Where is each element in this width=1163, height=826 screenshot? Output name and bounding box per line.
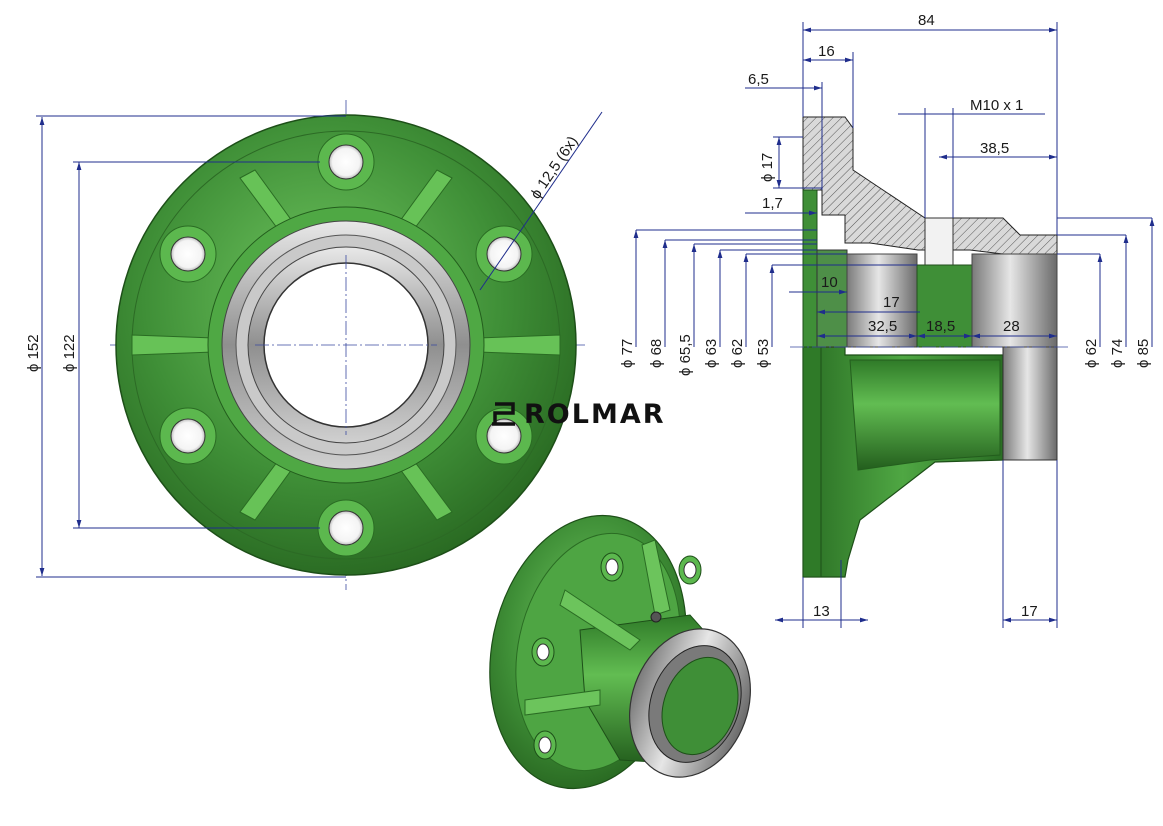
dim-outer-diameter: ϕ 152 [25,334,42,372]
isometric-view [489,514,751,790]
iso-bore [661,656,739,756]
brand-name: ROLMAR [524,399,666,430]
dim-bore-62: ϕ 62 [729,339,746,368]
dim-bore-right-85: ϕ 85 [1135,339,1152,368]
dim-bolt-circle: ϕ 122 [61,334,78,372]
dim-hole-callout: ϕ 12,5 (6x) [527,133,581,202]
dim-len-28: 28 [1003,318,1020,335]
bore-section [816,249,848,348]
dim-flange-thickness: 13 [813,603,830,620]
bolt-holes [159,133,533,557]
dim-pocket-dia: ϕ 17 [759,153,776,182]
dim-bore-right-74: ϕ 74 [1109,339,1126,368]
dim-bore-68: ϕ 68 [648,339,665,368]
spigot [1002,346,1058,461]
dim-groove: 1,7 [762,195,783,212]
rolmar-logo-icon [492,402,515,426]
dim-len-10: 10 [821,274,838,291]
dim-bore-77: ϕ 77 [619,339,636,368]
dim-len-18-5: 18,5 [926,318,955,335]
section-view: 84 16 6,5 M10 x 1 38,5 ϕ 17 1,7 ϕ 77 ϕ 6… [619,12,1155,628]
dim-bore-65-5: ϕ 65,5 [677,334,694,376]
dim-thread: M10 x 1 [970,97,1023,114]
dim-len-32-5: 32,5 [868,318,897,335]
brand-logo: ROLMAR [492,399,666,430]
dim-bore-right-62: ϕ 62 [1083,339,1100,368]
dim-bore-63: ϕ 63 [703,339,720,368]
dim-flange-width: 16 [818,43,835,60]
dim-bore-53: ϕ 53 [755,339,772,368]
dim-len-17: 17 [883,294,900,311]
dim-overall-length: 84 [918,12,935,29]
dim-spigot-length: 17 [1021,603,1038,620]
dim-thread-position: 38,5 [980,140,1009,157]
dim-flange-step: 6,5 [748,71,769,88]
front-view: ϕ 152 ϕ 122 ϕ 12,5 (6x) [25,100,603,590]
